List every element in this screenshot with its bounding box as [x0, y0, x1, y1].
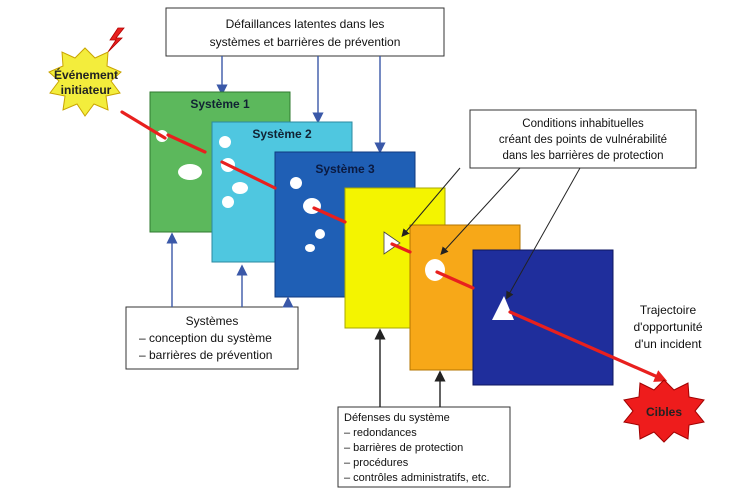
layer-3-holes: [290, 177, 325, 252]
conditions-box: [469, 109, 697, 169]
conditions-line3: dans les barrières de protection: [502, 150, 663, 162]
systems-box: [125, 306, 299, 370]
layer-label-2: Système 2: [252, 127, 312, 141]
defenses-line3: – barrières de protection: [344, 442, 463, 454]
top-connectors: [216, 56, 386, 154]
conditions-pointers: [401, 167, 581, 300]
defenses-box: [337, 406, 511, 488]
incident-trajectory: [120, 110, 668, 382]
trajectory-line1: Trajectoire: [640, 303, 697, 317]
latent-failures-box: [165, 7, 445, 57]
layer-orange-hole: [425, 259, 445, 281]
layer-dark-blue-hole: [492, 296, 514, 320]
systems-line1: Systèmes: [186, 314, 239, 328]
systems-connectors: [166, 232, 294, 308]
conditions-line1: Conditions inhabituelles: [522, 118, 644, 130]
conditions-line2: créant des points de vulnérabilité: [499, 134, 667, 146]
defenses-line2: – redondances: [344, 427, 417, 439]
layer-label-3: Système 3: [315, 162, 375, 176]
event-label-line2: initiateur: [61, 83, 112, 97]
trajectory-line2: d'opportunité: [633, 320, 702, 334]
defenses-connectors: [374, 328, 446, 407]
latent-failures-line1: Défaillances latentes dans les: [226, 17, 385, 31]
trajectory-line3: d'un incident: [634, 337, 702, 351]
lightning-icon: [107, 27, 125, 53]
systems-line2: – conception du système: [139, 331, 272, 345]
layer-label-1: Système 1: [190, 97, 250, 111]
defenses-line1: Défenses du système: [344, 412, 450, 424]
defenses-line5: – contrôles administratifs, etc.: [344, 472, 490, 484]
systems-line3: – barrières de prévention: [139, 348, 272, 362]
defenses-line4: – procédures: [344, 457, 409, 469]
event-label-line1: Événement: [54, 67, 118, 82]
latent-failures-line2: systèmes et barrières de prévention: [210, 35, 401, 49]
target-label: Cibles: [646, 405, 682, 419]
initiating-event-star: [48, 47, 122, 117]
target-star: [623, 379, 705, 443]
